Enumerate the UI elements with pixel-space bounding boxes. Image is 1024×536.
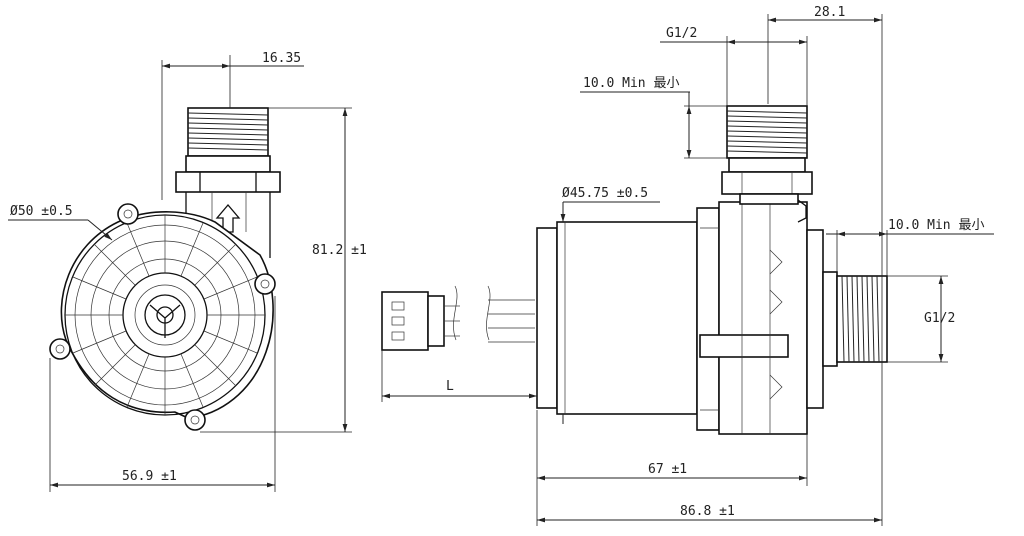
- dim-body-length: 67 ±1: [648, 462, 687, 477]
- side-view: 28.1 G1/2 10.0 Min 最小 Ø45.75 ±0.5 10.0 M…: [381, 5, 994, 526]
- flow-arrow-icon: [215, 203, 241, 233]
- side-outlet-thread: [721, 105, 813, 223]
- front-volute-body: [60, 211, 274, 419]
- side-inlet-thread: [822, 271, 888, 367]
- mounting-lug-icon: [49, 203, 276, 431]
- connector-plug-icon: [381, 285, 535, 351]
- dim-outlet-thread: G1/2: [666, 26, 697, 41]
- dim-outlet-offset: 16.35: [262, 51, 301, 66]
- front-outlet-thread: [175, 107, 281, 193]
- dim-front-width: 56.9 ±1: [122, 469, 177, 484]
- dim-motor-diameter: Ø45.75 ±0.5: [562, 186, 648, 201]
- dim-outlet-thread-min: 10.0 Min 最小: [583, 76, 679, 91]
- dim-total-length: 86.8 ±1: [680, 504, 735, 519]
- dim-outlet-length: 28.1: [814, 5, 845, 20]
- dim-height: 81.2 ±1: [312, 243, 367, 258]
- dim-cable-length: L: [446, 379, 454, 394]
- dim-inlet-thread: G1/2: [924, 311, 955, 326]
- motor-body: [536, 201, 824, 435]
- front-view: 16.35 Ø50 ±0.5 81.2 ±1 56.9 ±1: [8, 51, 367, 492]
- dim-inlet-thread-min: 10.0 Min 最小: [888, 218, 984, 233]
- dim-outer-diameter: Ø50 ±0.5: [10, 204, 73, 219]
